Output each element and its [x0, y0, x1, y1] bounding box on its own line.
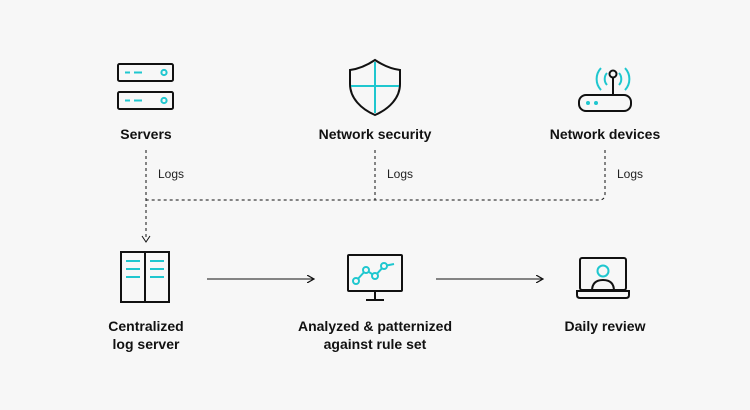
- analyzed-line-2: against rule set: [323, 336, 427, 352]
- laptop-user-icon: [576, 257, 630, 299]
- daily-review-line-1: Daily review: [564, 318, 646, 334]
- network-devices-label: Network devices: [549, 126, 661, 142]
- analyzed-line-1: Analyzed & patternized: [297, 318, 453, 334]
- logs-label-devices: Logs: [617, 167, 644, 181]
- centralized-log-server-line-2: log server: [112, 336, 180, 352]
- analyzed-label: Analyzed & patternized against rule set: [298, 317, 452, 353]
- servers-label: Servers: [120, 126, 172, 142]
- logs-label-security: Logs: [387, 167, 414, 181]
- centralized-log-server-label: Centralized log server: [108, 317, 183, 353]
- dashed-connectors: [145, 150, 606, 238]
- centralized-log-server-line-1: Centralized: [108, 318, 184, 334]
- monitor-chart-icon: [347, 254, 403, 301]
- server-icon: [117, 63, 174, 110]
- logs-label-servers: Logs: [158, 167, 185, 181]
- down-arrowhead: [141, 235, 151, 243]
- router-icon: [578, 67, 632, 112]
- shield-icon: [349, 58, 401, 117]
- network-security-label: Network security: [318, 126, 432, 142]
- daily-review-label: Daily review: [565, 317, 646, 335]
- log-server-icon: [120, 251, 170, 303]
